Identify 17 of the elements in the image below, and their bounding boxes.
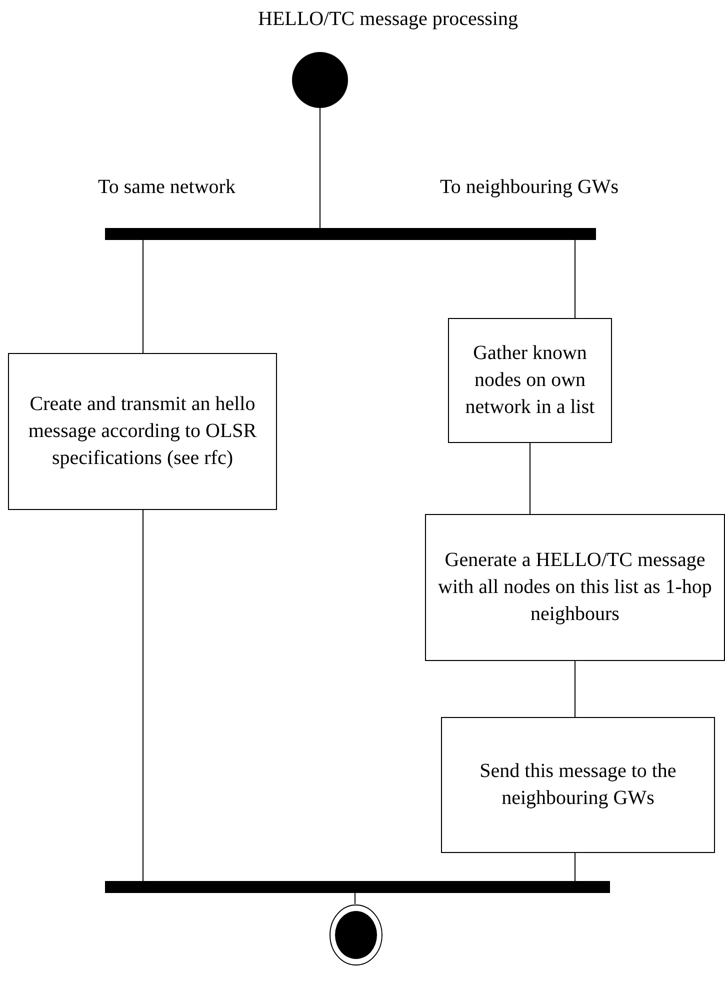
diagram-title: HELLO/TC message processing [258,8,518,31]
activity-box [425,514,725,661]
activity-box [8,353,277,510]
connector-line [142,510,144,882]
activity-text: Generate a HELLO/TC message with all nodes on this list as 1-hop neighbours [437,548,713,627]
connector-line [574,240,576,318]
activity-text: Send this message to the neighbouring GWs [478,759,678,811]
connector-line [574,852,576,882]
activity-box [441,717,715,853]
connector-line [354,892,356,904]
branch-label: To neighbouring GWs [440,176,619,199]
activity-text: Gather known nodes on own network in a list [464,341,596,420]
activity-box [448,318,612,443]
connector-line [142,240,144,354]
branch-label: To same network [98,176,236,199]
connector-line [574,660,576,718]
activity-text: Create and transmit an hello message according to OLSR specifications (see rfc) [27,392,258,471]
